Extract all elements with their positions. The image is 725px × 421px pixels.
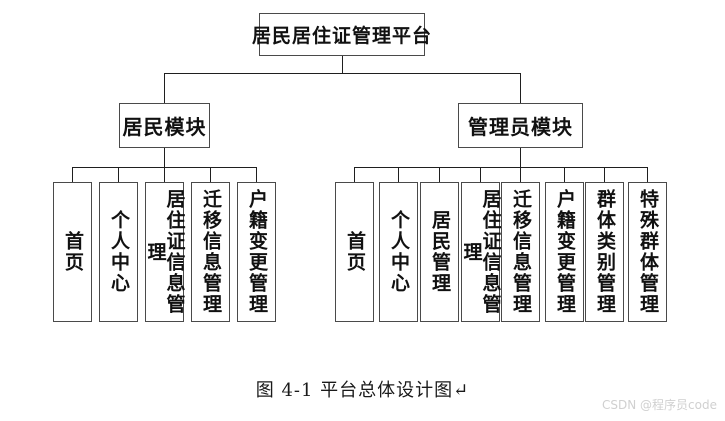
csdn-watermark: CSDN @程序员code — [602, 398, 717, 412]
node-resident-migration-info-mgmt: 迁移信息管理 — [191, 182, 230, 322]
node-admin-permit-info-mgmt: 居住证信息管理 — [461, 182, 502, 322]
connector-tick — [256, 167, 257, 182]
node-root-platform: 居民居住证管理平台 — [252, 13, 431, 56]
node-admin-group-category-mgmt: 群体类别管理 — [585, 182, 624, 322]
connector-tick — [210, 167, 211, 182]
connector-tick — [520, 167, 521, 182]
connector-tick — [164, 167, 165, 182]
node-admin-resident-mgmt: 居民管理 — [420, 182, 459, 322]
connector-tick — [72, 167, 73, 182]
node-admin-household-change-mgmt: 户籍变更管理 — [545, 182, 584, 322]
connector-tick — [439, 167, 440, 182]
connector-tick — [398, 167, 399, 182]
connector-tick — [604, 167, 605, 182]
connector-resident-stem — [164, 148, 165, 167]
node-resident-personal-center: 个人中心 — [99, 182, 138, 322]
node-module-resident: 居民模块 — [119, 103, 210, 148]
node-admin-home: 首页 — [335, 182, 374, 322]
connector-tick — [354, 167, 355, 182]
node-module-admin: 管理员模块 — [458, 103, 583, 148]
connector-admin-horizontal — [354, 167, 647, 168]
connector-level1-horizontal — [164, 73, 521, 74]
connector-tick — [564, 167, 565, 182]
connector-tick — [480, 167, 481, 182]
figure-caption: 图 4-1 平台总体设计图↵ — [255, 380, 470, 401]
connector-tick — [118, 167, 119, 182]
connector-resident-module-drop — [164, 73, 165, 103]
connector-admin-stem — [520, 148, 521, 167]
node-admin-migration-info-mgmt: 迁移信息管理 — [501, 182, 540, 322]
node-resident-permit-info-mgmt: 居住证信息管理 — [145, 182, 186, 322]
connector-root-stem — [342, 56, 343, 73]
node-resident-household-change-mgmt: 户籍变更管理 — [237, 182, 276, 322]
node-resident-home: 首页 — [53, 182, 92, 322]
connector-tick — [647, 167, 648, 182]
connector-admin-module-drop — [520, 73, 521, 103]
node-admin-special-group-mgmt: 特殊群体管理 — [628, 182, 667, 322]
node-admin-personal-center: 个人中心 — [379, 182, 418, 322]
